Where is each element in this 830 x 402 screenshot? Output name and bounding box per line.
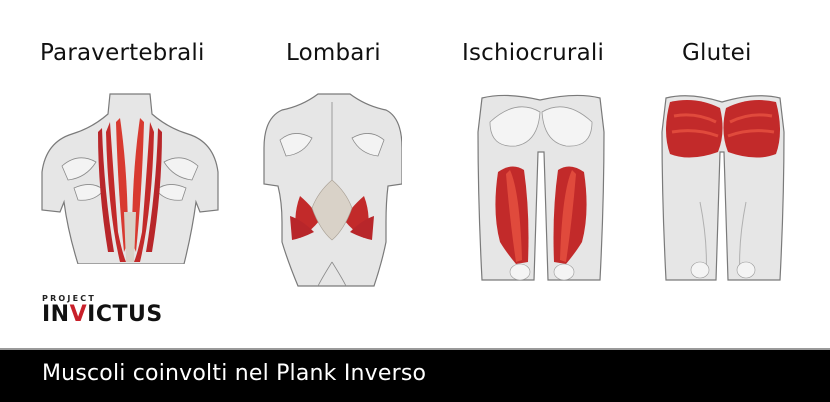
logo-project-text: PROJECT — [42, 294, 96, 303]
footer-banner: Muscoli coinvolti nel Plank Inverso — [0, 348, 830, 402]
ischiocrurali-illustration — [477, 94, 605, 281]
glutei-illustration — [661, 95, 785, 281]
lombari-illustration — [263, 93, 402, 287]
footer-title: Muscoli coinvolti nel Plank Inverso — [42, 361, 427, 386]
label-lombari: Lombari — [286, 40, 381, 66]
logo-invictus-text: INVICTUS — [42, 302, 163, 327]
label-ischiocrurali: Ischiocrurali — [462, 40, 605, 66]
label-glutei: Glutei — [682, 40, 752, 66]
paravertebrali-illustration — [41, 93, 219, 264]
project-invictus-logo: PROJECT INVICTUS — [42, 294, 163, 326]
label-paravertebrali: Paravertebrali — [40, 40, 205, 66]
